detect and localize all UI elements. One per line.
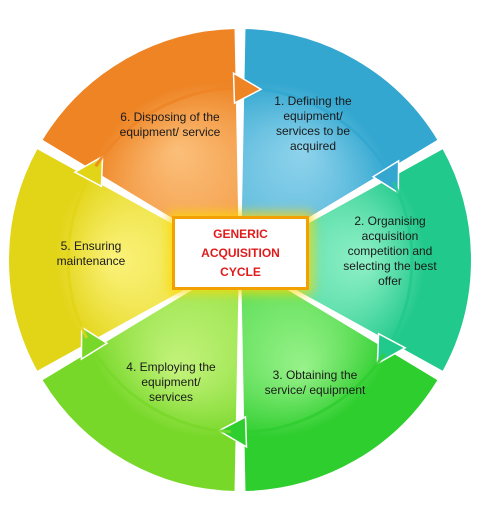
segment-4-arrow-arc bbox=[88, 342, 232, 434]
center-title-line-3: CYCLE bbox=[220, 264, 261, 279]
segment-1-label: 1. Defining the equipment/ services to b… bbox=[274, 94, 352, 153]
segment-3-arrow-head bbox=[217, 415, 248, 449]
segment-1-arrow-head bbox=[371, 159, 400, 195]
center-title-line-1: GENERIC bbox=[213, 226, 268, 241]
segment-4-wedge bbox=[39, 258, 242, 494]
segment-2-wedge bbox=[237, 146, 473, 374]
segment-4-arrow-head bbox=[80, 325, 109, 361]
segment-6-label: 6. Disposing of the equipment/ service bbox=[119, 110, 221, 139]
segment-1-wedge bbox=[238, 26, 441, 262]
segment-3-wedge bbox=[238, 258, 441, 494]
segment-1-arrow-arc bbox=[248, 86, 392, 178]
center-title-line-2: ACQUISITION bbox=[201, 245, 280, 260]
segment-6-arrow-arc bbox=[94, 86, 244, 168]
segment-6-arrow-head bbox=[232, 71, 263, 105]
segment-4-label: 4. Employing the equipment/ services bbox=[126, 360, 216, 404]
segment-5-arrow-arc bbox=[66, 170, 94, 339]
segment-2-label: 2. Organising acquisition competition an… bbox=[343, 214, 437, 288]
segment-3-arrow-arc bbox=[236, 352, 386, 434]
center-title-box: GENERIC ACQUISITION CYCLE bbox=[172, 216, 309, 290]
segment-6-wedge bbox=[39, 26, 242, 262]
segment-3-label: 3. Obtaining the service/ equipment bbox=[264, 368, 366, 397]
segment-2-arrow-arc bbox=[386, 181, 414, 350]
segment-5-wedge bbox=[7, 146, 243, 374]
segment-5-label: 5. Ensuring maintenance bbox=[56, 239, 126, 268]
